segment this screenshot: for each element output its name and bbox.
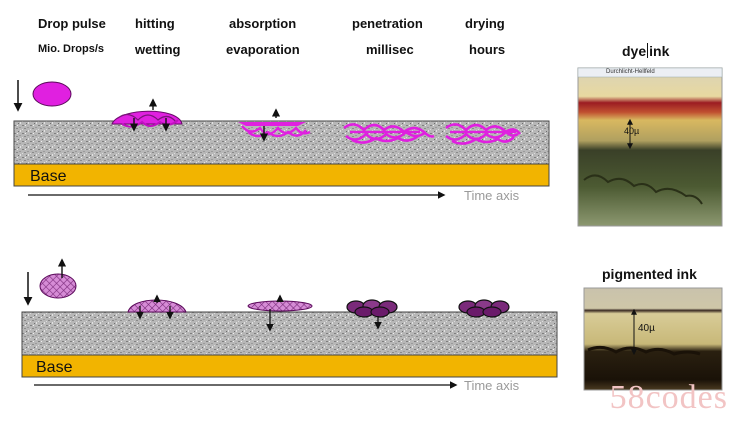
- dye-title-word: dye: [622, 43, 647, 59]
- pigment-micrograph: [583, 287, 723, 391]
- pigment-drop: [39, 273, 77, 299]
- stage-5-title: drying: [465, 16, 505, 31]
- watermark: 58codes: [609, 379, 728, 416]
- stage-2-title: hitting: [135, 16, 175, 31]
- bottom-diagram: [21, 258, 558, 389]
- top-diagram: [13, 80, 550, 199]
- pigment-measure-label: 40µ: [638, 323, 655, 334]
- paper-substrate-bottom: [21, 311, 558, 356]
- stage-3-title: absorption: [229, 16, 297, 31]
- stage-1-title: Drop pulse: [38, 16, 106, 31]
- pigmented-ink-title: pigmented ink: [602, 266, 697, 282]
- pigment-drying: [458, 299, 510, 318]
- stage-1-subtitle: Mio. Drops/s: [38, 43, 105, 55]
- dye-absorption: [238, 108, 311, 142]
- time-axis-label-top: Time axis: [464, 188, 520, 203]
- time-axis-label-bottom: Time axis: [464, 378, 520, 393]
- dye-drying: [445, 123, 522, 145]
- dye-drop: [32, 81, 72, 107]
- dye-micrograph: [577, 67, 723, 227]
- base-label-bottom: Base: [36, 359, 73, 376]
- stage-2-subtitle: wetting: [135, 42, 181, 57]
- dye-panel-header: Durchlicht-Hellfeld: [606, 69, 655, 75]
- ink-title-word: ink: [649, 43, 670, 59]
- dye-penetration: [343, 123, 435, 144]
- pigment-penetration: [346, 299, 398, 330]
- pigment-hitting: [127, 294, 187, 320]
- base-label-top: Base: [30, 168, 67, 185]
- dye-measure-label: 40µ: [624, 126, 640, 136]
- stage-4-title: penetration: [352, 16, 423, 31]
- base-layer-bottom: [21, 354, 558, 378]
- pigment-absorption: [247, 294, 313, 332]
- base-layer-top: [13, 163, 550, 187]
- stage-3-subtitle: evaporation: [226, 42, 300, 57]
- stage-4-subtitle: millisec: [366, 42, 414, 57]
- stage-5-subtitle: hours: [469, 42, 506, 57]
- dye-hitting: [111, 98, 183, 132]
